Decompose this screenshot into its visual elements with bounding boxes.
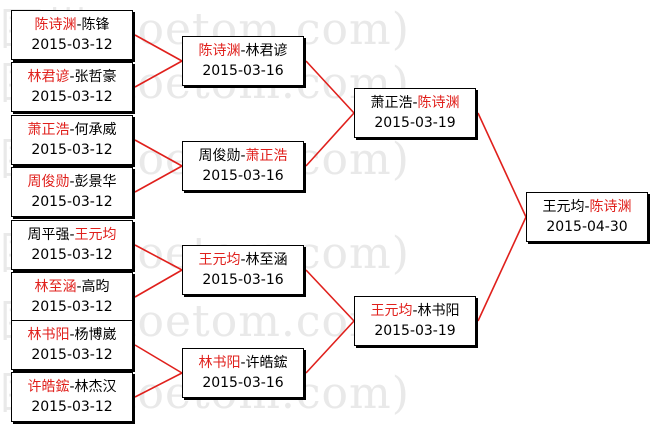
match-players: 林君谚-张哲豪 <box>27 69 117 85</box>
player-name: 林君谚 <box>245 43 288 59</box>
match-players: 王元均-林书阳 <box>370 303 460 319</box>
winner-name: 陈诗渊 <box>417 95 460 111</box>
bracket-connector <box>134 344 183 374</box>
winner-name: 林至涵 <box>34 279 77 295</box>
winner-name: 王元均 <box>370 303 413 319</box>
bracket-connector <box>305 269 355 322</box>
match-players: 陈诗渊-陈锋 <box>34 17 110 33</box>
match-players: 萧正浩-何承威 <box>27 122 117 138</box>
bracket-connector <box>134 165 183 193</box>
match-box[interactable]: 林书阳-许皓鋐 2015-03-16 <box>182 348 304 398</box>
match-box[interactable]: 周俊勋-彭景华 2015-03-12 <box>11 167 133 217</box>
match-date: 2015-03-12 <box>31 194 113 210</box>
match-date: 2015-03-12 <box>31 37 113 53</box>
match-box[interactable]: 萧正浩-陈诗渊 2015-03-19 <box>354 88 476 138</box>
player-name: 林至涵 <box>245 252 288 268</box>
bracket-connector <box>305 320 355 374</box>
bracket-connector <box>134 372 183 398</box>
winner-name: 王元均 <box>74 227 117 243</box>
match-box[interactable]: 萧正浩-何承威 2015-03-12 <box>11 115 133 165</box>
player-name: 林书阳 <box>417 303 460 319</box>
match-box[interactable]: 周俊勋-萧正浩 2015-03-16 <box>182 141 304 191</box>
bracket-connector <box>134 269 183 298</box>
winner-name: 萧正浩 <box>27 122 70 138</box>
match-players: 林书阳-杨博崴 <box>27 327 117 343</box>
match-box[interactable]: 王元均-陈诗渊 2015-04-30 <box>526 192 648 242</box>
player-name: 何承威 <box>74 122 117 138</box>
match-date: 2015-03-16 <box>202 375 284 391</box>
winner-name: 周俊勋 <box>27 174 70 190</box>
winner-name: 林书阳 <box>27 327 70 343</box>
winner-name: 萧正浩 <box>245 148 288 164</box>
match-box[interactable]: 林书阳-杨博崴 2015-03-12 <box>11 320 133 370</box>
match-date: 2015-03-16 <box>202 272 284 288</box>
match-date: 2015-04-30 <box>546 219 628 235</box>
player-name: 张哲豪 <box>74 69 117 85</box>
match-players: 王元均-陈诗渊 <box>542 199 632 215</box>
winner-name: 陈诗渊 <box>589 199 632 215</box>
match-date: 2015-03-19 <box>374 323 456 339</box>
bracket-connector <box>134 34 183 62</box>
bracket-connector <box>134 139 183 167</box>
match-box[interactable]: 林君谚-张哲豪 2015-03-12 <box>11 62 133 112</box>
match-date: 2015-03-12 <box>31 399 113 415</box>
match-date: 2015-03-12 <box>31 142 113 158</box>
winner-name: 陈诗渊 <box>34 17 77 33</box>
match-players: 王元均-林至涵 <box>198 252 288 268</box>
winner-name: 林书阳 <box>198 355 241 371</box>
match-box[interactable]: 周平强-王元均 2015-03-12 <box>11 220 133 270</box>
bracket-connector <box>477 112 527 218</box>
match-box[interactable]: 王元均-林至涵 2015-03-16 <box>182 245 304 295</box>
match-players: 萧正浩-陈诗渊 <box>370 95 460 111</box>
player-name: 萧正浩 <box>370 95 413 111</box>
match-players: 周平强-王元均 <box>27 227 117 243</box>
bracket-connector <box>305 112 355 167</box>
match-date: 2015-03-19 <box>374 115 456 131</box>
bracket-connector <box>477 216 527 322</box>
winner-name: 许皓鋐 <box>27 379 70 395</box>
match-players: 周俊勋-彭景华 <box>27 174 117 190</box>
match-date: 2015-03-16 <box>202 168 284 184</box>
player-name: 陈锋 <box>81 17 110 33</box>
match-box[interactable]: 王元均-林书阳 2015-03-19 <box>354 296 476 346</box>
match-players: 周俊勋-萧正浩 <box>198 148 288 164</box>
player-name: 周俊勋 <box>198 148 241 164</box>
match-box[interactable]: 林至涵-高昀 2015-03-12 <box>11 272 133 322</box>
match-players: 陈诗渊-林君谚 <box>198 43 288 59</box>
match-box[interactable]: 许皓鋐-林杰汉 2015-03-12 <box>11 372 133 422</box>
match-date: 2015-03-12 <box>31 89 113 105</box>
bracket-connector <box>134 60 183 88</box>
winner-name: 林君谚 <box>27 69 70 85</box>
match-box[interactable]: 陈诗渊-林君谚 2015-03-16 <box>182 36 304 86</box>
winner-name: 陈诗渊 <box>198 43 241 59</box>
bracket-connector <box>305 60 355 114</box>
player-name: 杨博崴 <box>74 327 117 343</box>
match-players: 林至涵-高昀 <box>34 279 110 295</box>
bracket-connector <box>134 244 183 271</box>
player-name: 高昀 <box>81 279 110 295</box>
match-box[interactable]: 陈诗渊-陈锋 2015-03-12 <box>11 10 133 60</box>
player-name: 林杰汉 <box>74 379 117 395</box>
player-name: 彭景华 <box>74 174 117 190</box>
player-name: 许皓鋐 <box>245 355 288 371</box>
match-date: 2015-03-16 <box>202 63 284 79</box>
match-date: 2015-03-12 <box>31 247 113 263</box>
player-name: 王元均 <box>542 199 585 215</box>
match-players: 林书阳-许皓鋐 <box>198 355 288 371</box>
winner-name: 王元均 <box>198 252 241 268</box>
match-date: 2015-03-12 <box>31 299 113 315</box>
match-date: 2015-03-12 <box>31 347 113 363</box>
player-name: 周平强 <box>27 227 70 243</box>
match-players: 许皓鋐-林杰汉 <box>27 379 117 395</box>
